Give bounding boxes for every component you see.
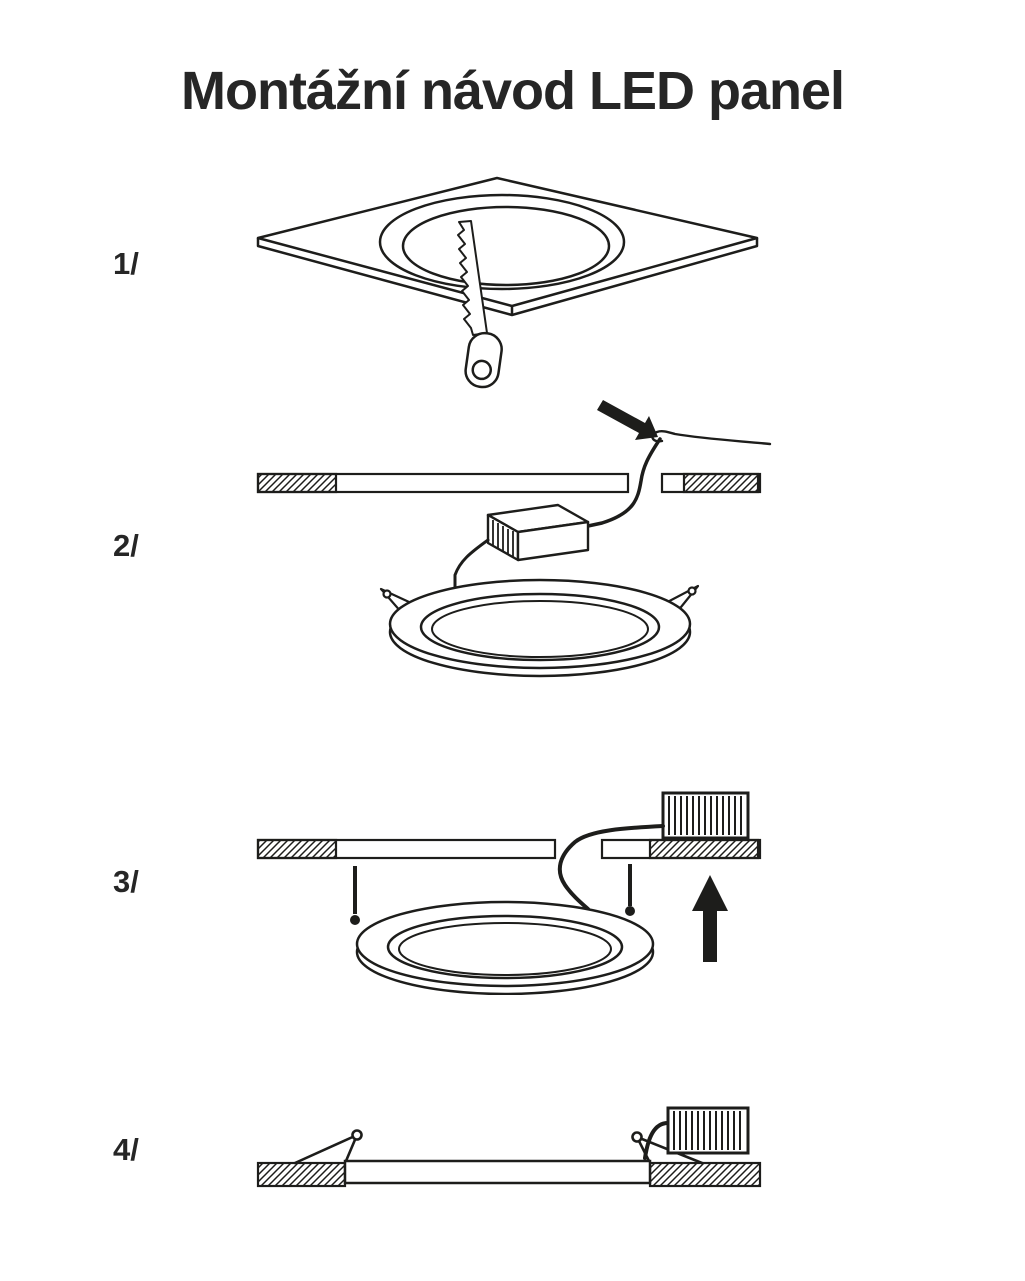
- step-1-label: 1/: [113, 246, 139, 281]
- drywall-saw-icon: [457, 220, 503, 389]
- step-2-label: 2/: [113, 528, 139, 563]
- step-4-label: 4/: [113, 1132, 139, 1167]
- up-arrow-icon: [692, 875, 728, 962]
- ceiling-tile: [256, 176, 759, 317]
- cut-hole: [378, 193, 626, 291]
- driver-cable: [643, 1121, 670, 1160]
- driver-box: [486, 503, 590, 562]
- folded-springs: [350, 864, 635, 925]
- spring-clips: [293, 1129, 704, 1165]
- step-1-illustration: [256, 176, 759, 389]
- pointer-arrow-icon: [597, 400, 658, 440]
- driver-cable: [557, 824, 665, 911]
- page-title: Montážní návod LED panel: [180, 61, 845, 121]
- led-panel: [355, 900, 655, 995]
- ceiling-cross-section: [256, 838, 762, 860]
- step-3-label: 3/: [113, 864, 139, 899]
- step-4-illustration: [256, 1106, 762, 1188]
- step-3-illustration: [256, 791, 762, 995]
- driver-to-panel-wire: [453, 538, 490, 590]
- cable-through-hole: [586, 437, 662, 528]
- step-2-illustration: [256, 400, 772, 678]
- ceiling-cross-section: [256, 472, 762, 494]
- driver-box: [661, 791, 750, 840]
- driver-box: [666, 1106, 750, 1155]
- mains-cable: [651, 429, 772, 446]
- led-panel: [388, 578, 692, 678]
- flush-led-panel: [343, 1159, 652, 1185]
